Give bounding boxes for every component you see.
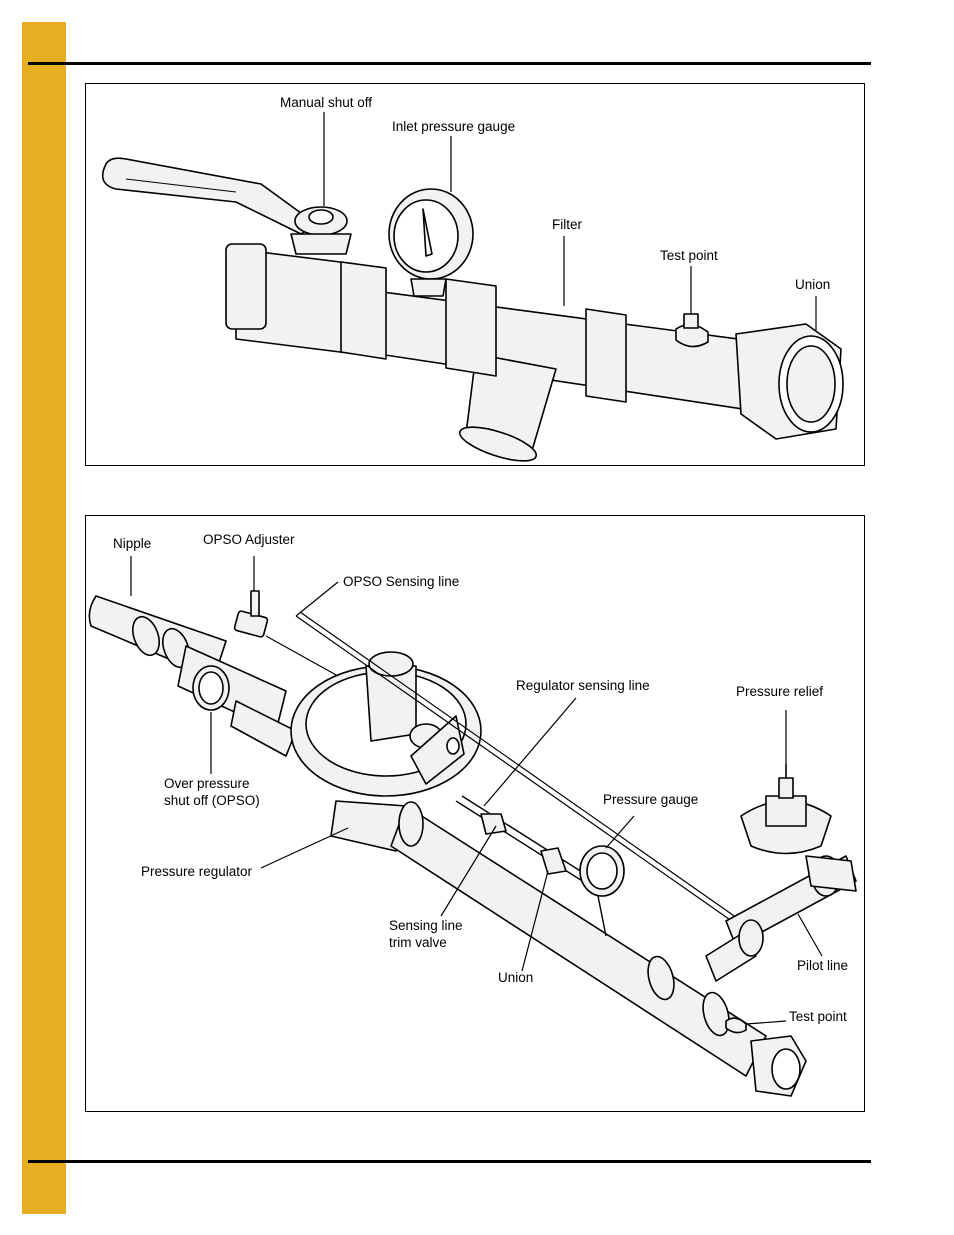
leader-union (521, 870, 549, 972)
label-test-point-1: Test point (660, 248, 718, 263)
outlet-pipe (390, 805, 767, 1077)
regulator-assembly-drawing (88, 556, 857, 1097)
label-opso-sensing-line: OPSO Sensing line (343, 574, 460, 589)
sensing-line-trim-valve (480, 813, 507, 835)
label-pilot-line: Pilot line (797, 958, 849, 973)
figure-inlet-assembly (85, 83, 865, 466)
leader-opso-sensing-line (295, 581, 339, 617)
label-pressure-gauge: Pressure gauge (603, 792, 699, 807)
leader-trim-valve (440, 825, 497, 917)
label-over-pressure-shut-off: Over pressure shut off (OPSO) (164, 776, 260, 808)
label-nipple: Nipple (113, 536, 152, 551)
header-rule (28, 62, 871, 65)
label-pressure-regulator: Pressure regulator (141, 864, 253, 879)
inlet-assembly-drawing (101, 112, 844, 462)
label-inlet-pressure-gauge: Inlet pressure gauge (392, 119, 516, 134)
label-sensing-line-trim-valve: Sensing line trim valve (389, 918, 463, 950)
leader-regulator-sensing-line (483, 697, 577, 807)
label-manual-shut-off: Manual shut off (280, 95, 373, 110)
page-side-tab (22, 22, 66, 1214)
figure-regulator-assembly (85, 515, 865, 1112)
label-filter: Filter (552, 217, 582, 232)
sensing-line-union (540, 847, 567, 875)
footer-rule (28, 1160, 871, 1163)
label-union-1: Union (795, 277, 831, 292)
leader-pressure-gauge (605, 815, 635, 849)
regulator-body (330, 800, 407, 852)
leader-pressure-regulator (260, 827, 349, 869)
leader-test-point (745, 1020, 787, 1025)
leader-pilot-line (797, 913, 823, 957)
manual-shut-off-handle (101, 157, 317, 235)
label-opso-adjuster: OPSO Adjuster (203, 532, 295, 547)
label-pressure-relief: Pressure relief (736, 684, 824, 699)
label-regulator-sensing-line: Regulator sensing line (516, 678, 650, 693)
label-test-point-2: Test point (789, 1009, 847, 1024)
label-union-2: Union (498, 970, 534, 985)
outlet-test-point (725, 1017, 747, 1034)
